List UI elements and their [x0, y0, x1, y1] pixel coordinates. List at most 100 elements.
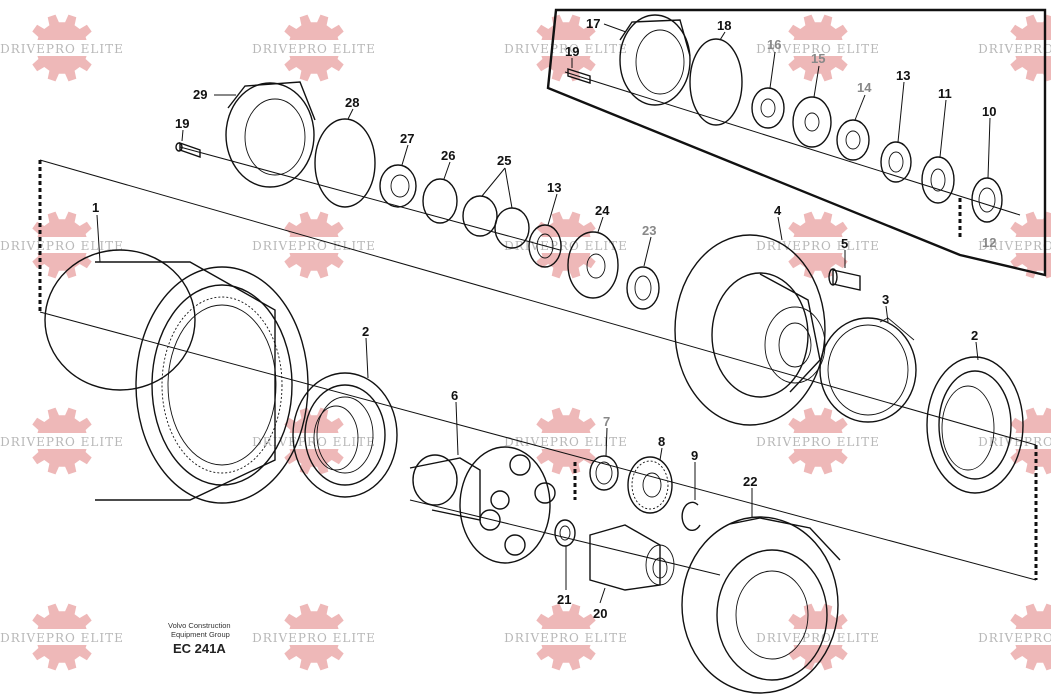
callout-5: 5: [841, 236, 848, 251]
part-20-sun-gear: [589, 524, 675, 591]
callouts: 1 2 2 3 4 5 6 7 8 9 10 11 12 13 13 14 15…: [92, 16, 996, 621]
drawing-layer: 1 2 2 3 4 5 6 7 8 9 10 11 12 13 13 14 15…: [38, 8, 1047, 694]
callout-4: 4: [774, 203, 782, 218]
watermark-tile: DRIVEPRO ELITE: [244, 603, 384, 671]
watermark-tile: DRIVEPRO ELITE: [244, 14, 384, 82]
axis-line-upper: [39, 159, 1037, 446]
part-2-bearing-left: [292, 372, 398, 498]
watermark-text: DRIVEPRO ELITE: [978, 42, 1051, 56]
watermark-band: [496, 237, 636, 253]
part-21-thrust-washer: [554, 519, 576, 547]
watermark-band: [970, 237, 1051, 253]
brand-block: Volvo Construction Equipment Group EC 24…: [168, 621, 231, 656]
watermark-band: [0, 40, 132, 56]
part-7-needle-bearing: [589, 455, 619, 491]
watermark-text: DRIVEPRO ELITE: [756, 631, 880, 645]
callout-3: 3: [882, 292, 889, 307]
part-18-inset-o-ring: [689, 38, 743, 126]
watermark-text: DRIVEPRO ELITE: [252, 631, 376, 645]
part-14-inset-nut: [836, 119, 870, 161]
callout-19-left: 19: [175, 116, 189, 131]
callout-8: 8: [658, 434, 665, 449]
watermark-tile: DRIVEPRO ELITE: [748, 603, 888, 671]
watermark-text: DRIVEPRO ELITE: [0, 631, 124, 645]
callout-25: 25: [497, 153, 511, 168]
watermark-tile: DRIVEPRO ELITE: [0, 14, 132, 82]
watermark-text: DRIVEPRO ELITE: [252, 435, 376, 449]
callout-9: 9: [691, 448, 698, 463]
callout-2-right: 2: [971, 328, 978, 343]
callout-28: 28: [345, 95, 359, 110]
callout-20: 20: [593, 606, 607, 621]
axis-line-lower: [39, 311, 1037, 581]
axis-line-cover: [179, 146, 561, 251]
watermark-tile: DRIVEPRO ELITE: [0, 211, 132, 279]
watermark-text: DRIVEPRO ELITE: [504, 42, 628, 56]
watermark-tile: DRIVEPRO ELITE: [748, 14, 888, 82]
callout-13-inset: 13: [896, 68, 910, 83]
part-25-tab-washers: [462, 195, 530, 249]
watermark-text: DRIVEPRO ELITE: [756, 435, 880, 449]
callout-7: 7: [603, 414, 610, 429]
callout-13-left: 13: [547, 180, 561, 195]
part-8-planet-gear: [627, 456, 673, 514]
watermark-text: DRIVEPRO ELITE: [252, 42, 376, 56]
part-2-bearing-right: [926, 356, 1024, 494]
callout-29: 29: [193, 87, 207, 102]
leader-lines: [96, 23, 991, 604]
watermark-band: [496, 433, 636, 449]
callout-23: 23: [642, 223, 656, 238]
part-26-lock-washer: [422, 178, 458, 224]
callout-16: 16: [767, 37, 781, 52]
part-19-screw-inset: [567, 68, 591, 84]
watermark-layer: DRIVEPRO ELITE DRIVEPRO ELITE DRIVEPRO ELI…: [0, 14, 1051, 671]
watermark-band: [748, 629, 888, 645]
part-16-inset-nut: [751, 87, 785, 129]
brand-line-1: Volvo Construction: [168, 621, 231, 630]
watermark-band: [748, 433, 888, 449]
axis-line-inset: [564, 71, 1021, 216]
watermark-text: DRIVEPRO ELITE: [978, 239, 1051, 253]
callout-26: 26: [441, 148, 455, 163]
watermark-band: [0, 629, 132, 645]
callout-22: 22: [743, 474, 757, 489]
watermark-text: DRIVEPRO ELITE: [978, 435, 1051, 449]
watermark-band: [970, 40, 1051, 56]
watermark-tile: DRIVEPRO ELITE: [970, 14, 1051, 82]
watermark-text: DRIVEPRO ELITE: [0, 435, 124, 449]
part-9-circlip: [681, 501, 701, 532]
watermark-tile: DRIVEPRO ELITE: [748, 407, 888, 475]
part-29-end-cover: [225, 81, 316, 188]
callout-10: 10: [982, 104, 996, 119]
part-17-inset-cover: [619, 14, 691, 106]
part-1-ring-gear-housing: [44, 249, 309, 504]
callout-11: 11: [938, 86, 952, 101]
watermark-tile: DRIVEPRO ELITE: [970, 211, 1051, 279]
watermark-band: [496, 629, 636, 645]
watermark-band: [244, 629, 384, 645]
watermark-text: DRIVEPRO ELITE: [504, 631, 628, 645]
watermark-tile: DRIVEPRO ELITE: [496, 603, 636, 671]
callout-12: 12: [982, 235, 996, 250]
brand-code: EC 241A: [173, 641, 226, 656]
callout-21: 21: [557, 592, 571, 607]
watermark-text: DRIVEPRO ELITE: [978, 631, 1051, 645]
watermark-band: [244, 40, 384, 56]
watermark-tile: DRIVEPRO ELITE: [748, 211, 888, 279]
watermark-band: [970, 629, 1051, 645]
part-13-shim-left: [528, 224, 562, 268]
callout-15: 15: [811, 51, 825, 66]
callout-24: 24: [595, 203, 610, 218]
part-13-inset-shim: [880, 141, 912, 183]
part-10-inset-washer: [971, 177, 1003, 223]
callout-18: 18: [717, 18, 731, 33]
callout-17: 17: [586, 16, 600, 31]
watermark-tile: DRIVEPRO ELITE: [496, 211, 636, 279]
watermark-band: [748, 237, 888, 253]
part-27-lock-nut: [379, 164, 417, 208]
watermark-text: DRIVEPRO ELITE: [0, 239, 124, 253]
watermark-tile: DRIVEPRO ELITE: [0, 407, 132, 475]
part-15-inset-washer: [792, 96, 832, 148]
callout-27: 27: [400, 131, 414, 146]
